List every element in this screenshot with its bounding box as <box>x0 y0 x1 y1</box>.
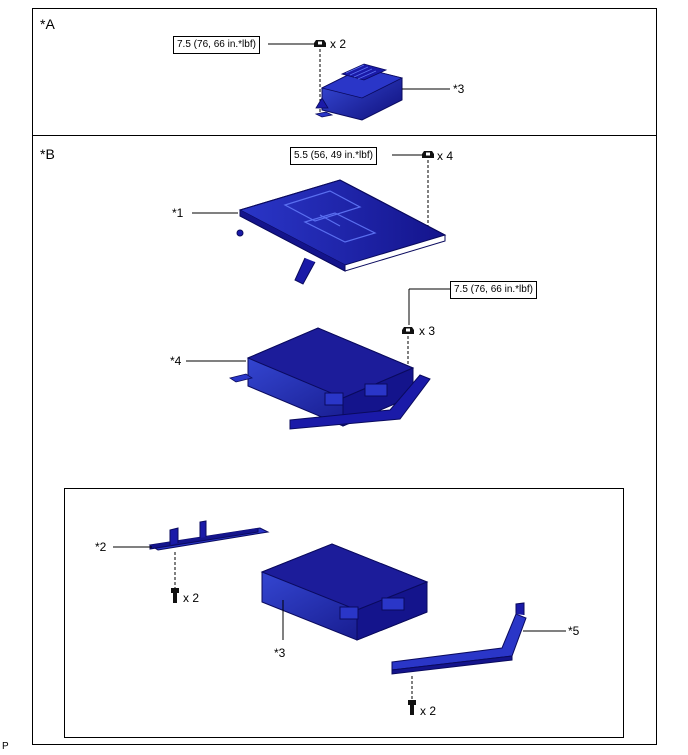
long-bracket-part <box>391 602 527 675</box>
quantity-label: x 4 <box>437 149 454 163</box>
small-bracket-part <box>148 520 270 551</box>
outer-frame <box>32 8 657 745</box>
quantity-label: x 2 <box>420 704 437 718</box>
callout-part-1: *1 <box>172 206 184 220</box>
nut-icon <box>314 40 326 47</box>
section-label-b: *B <box>40 146 55 162</box>
bracket-plate-part <box>236 179 447 285</box>
quantity-label: x 2 <box>330 37 347 51</box>
quantity-label: x 2 <box>183 591 200 605</box>
callout-part-2: *2 <box>95 540 107 554</box>
ecu-part <box>229 327 431 430</box>
section-divider <box>32 135 657 136</box>
nut-icon <box>422 151 434 158</box>
bolt-icon <box>171 588 179 603</box>
callout-part-3: *3 <box>274 646 286 660</box>
ecu-part <box>260 543 429 641</box>
footer-mark: P <box>2 741 9 752</box>
torque-spec-box: 7.5 (76, 66 in.*lbf) <box>450 281 537 299</box>
nut-icon <box>402 327 414 334</box>
callout-part-3: *3 <box>453 82 465 96</box>
torque-spec-box: 7.5 (76, 66 in.*lbf) <box>173 36 260 54</box>
section-label-a: *A <box>40 16 55 32</box>
small-ecu-part <box>314 63 404 121</box>
bolt-icon <box>408 700 416 715</box>
quantity-label: x 3 <box>419 324 436 338</box>
callout-part-4: *4 <box>170 354 182 368</box>
callout-part-5: *5 <box>568 624 580 638</box>
inner-frame <box>64 488 624 738</box>
torque-spec-box: 5.5 (56, 49 in.*lbf) <box>290 147 377 165</box>
